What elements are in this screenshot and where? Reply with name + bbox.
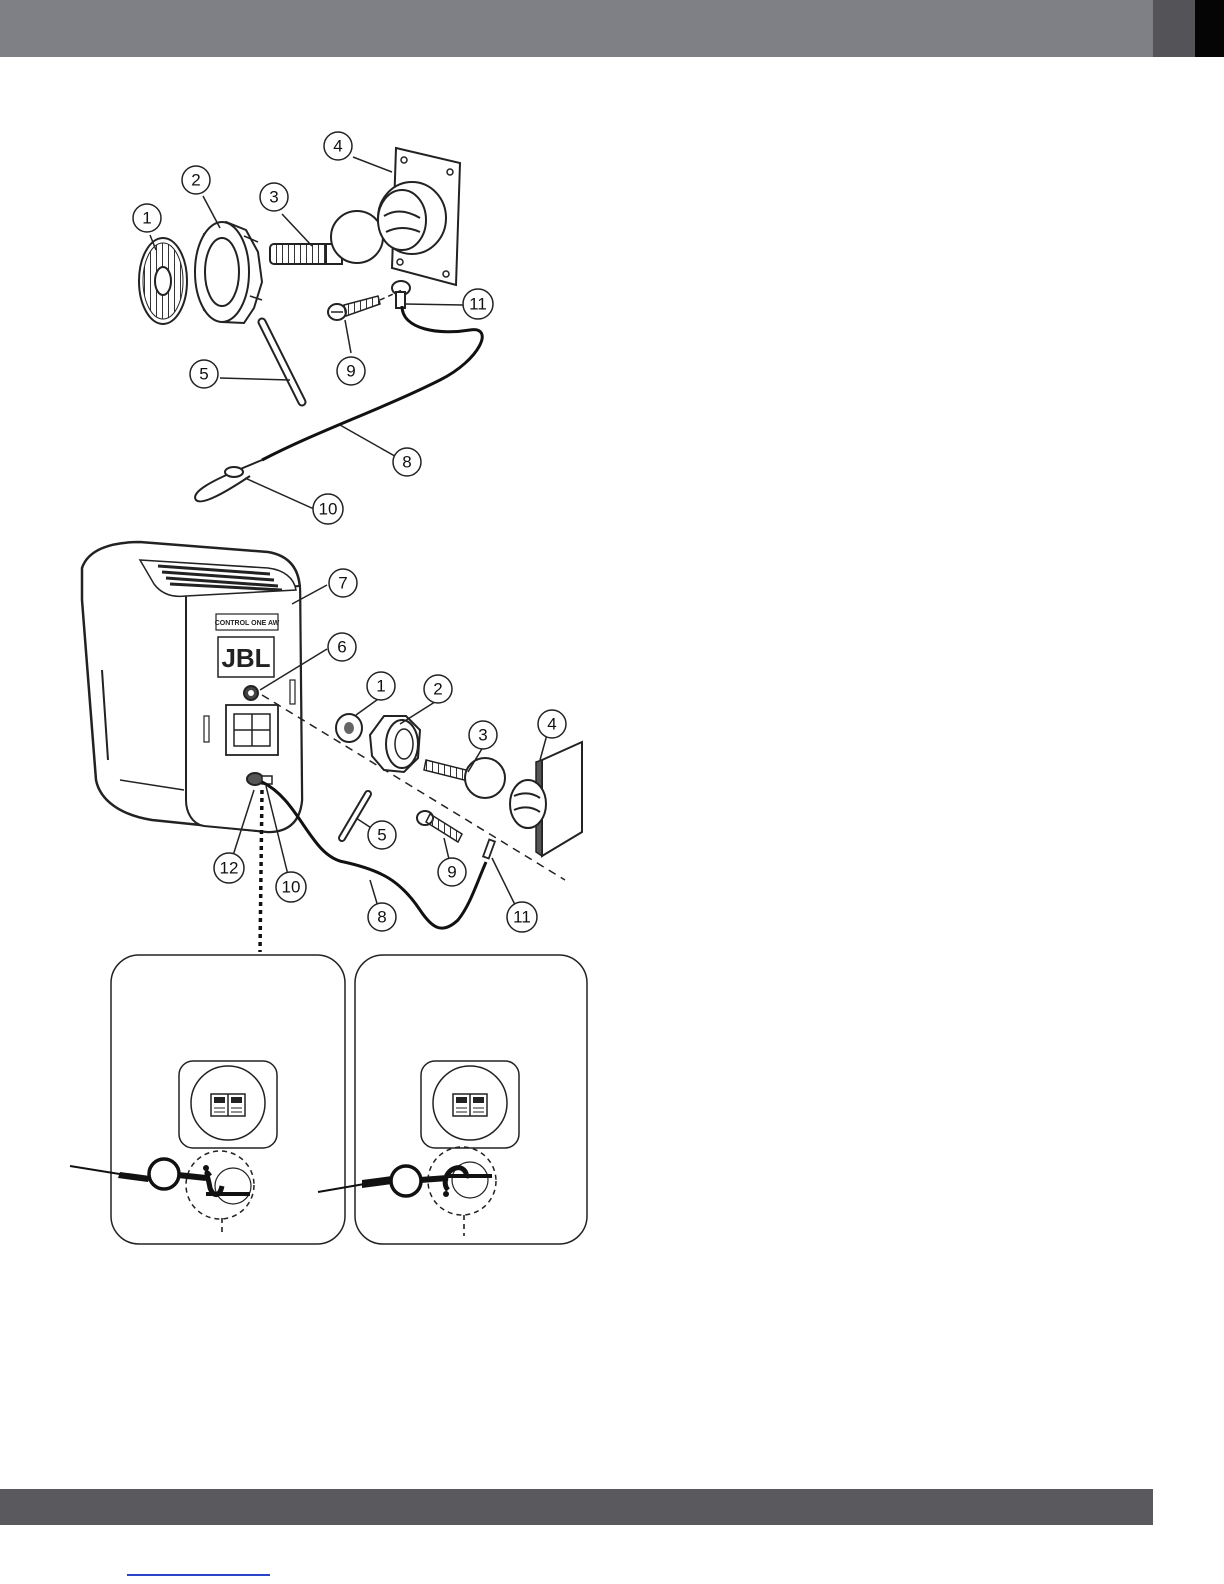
svg-text:5: 5 [377,826,386,845]
ball-stud-part [424,758,505,798]
knurled-nut-part [370,716,420,772]
callout-lower-3: 3 [469,721,497,749]
footer-bar [0,1489,1153,1525]
callout-lower-5: 5 [368,821,396,849]
callout-lower-12: 12 [214,853,244,883]
svg-text:3: 3 [478,726,487,745]
svg-text:11: 11 [513,908,531,927]
callout-lower-2: 2 [424,675,452,703]
svg-text:9: 9 [447,863,456,882]
callout-lower-1: 1 [367,672,395,700]
svg-text:2: 2 [433,680,442,699]
callout-lower-11: 11 [507,902,537,932]
svg-text:5: 5 [199,365,208,384]
callout-upper-2: 2 [182,166,210,194]
svg-text:1: 1 [376,677,385,696]
svg-text:11: 11 [469,295,487,314]
ring-terminal-part [483,840,495,859]
serrated-washer-part [139,238,187,324]
callout-lower-7: 7 [329,569,357,597]
callout-upper-8: 8 [393,448,421,476]
callout-lower-9: 9 [438,858,466,886]
callout-upper-11: 11 [463,289,493,319]
callout-lower-8: 8 [368,903,396,931]
callout-upper-3: 3 [260,183,288,211]
callout-upper-5: 5 [190,360,218,388]
callout-lower-4: 4 [538,710,566,738]
mounting-plate-part [510,742,582,856]
callout-upper-1: 1 [133,204,161,232]
detail-connector [260,790,262,952]
callout-lower-6: 6 [328,633,356,661]
svg-text:9: 9 [346,362,355,381]
knurled-nut-part [195,222,262,323]
svg-text:8: 8 [402,453,411,472]
detail-panel-left [70,955,345,1244]
svg-text:4: 4 [547,715,556,734]
screw-part [328,296,380,320]
svg-text:12: 12 [220,859,239,878]
callout-upper-10: 10 [313,494,343,524]
callout-lower-10: 10 [276,872,306,902]
detail-panel-right [318,955,587,1244]
svg-text:10: 10 [282,878,301,897]
speaker-cabinet: CONTROL ONE AW JBL [82,542,302,832]
svg-text:4: 4 [333,137,342,156]
serrated-washer-part [336,714,362,742]
svg-text:7: 7 [338,574,347,593]
svg-text:3: 3 [269,188,278,207]
svg-text:10: 10 [319,500,338,519]
footer-link-underline[interactable] [127,1574,270,1576]
brand-logo: JBL [221,643,270,673]
callout-upper-9: 9 [337,357,365,385]
model-label: CONTROL ONE AW [215,620,280,627]
svg-text:6: 6 [337,638,346,657]
screw-part [417,811,462,842]
callout-upper-4: 4 [324,132,352,160]
svg-text:1: 1 [142,209,151,228]
svg-text:2: 2 [191,171,200,190]
upper-exploded-view: 1 2 3 4 5 9 11 8 10 [133,132,493,524]
svg-text:8: 8 [377,908,386,927]
mounting-plate-part [378,148,460,285]
lower-assembly-view: CONTROL ONE AW JBL [82,542,582,932]
